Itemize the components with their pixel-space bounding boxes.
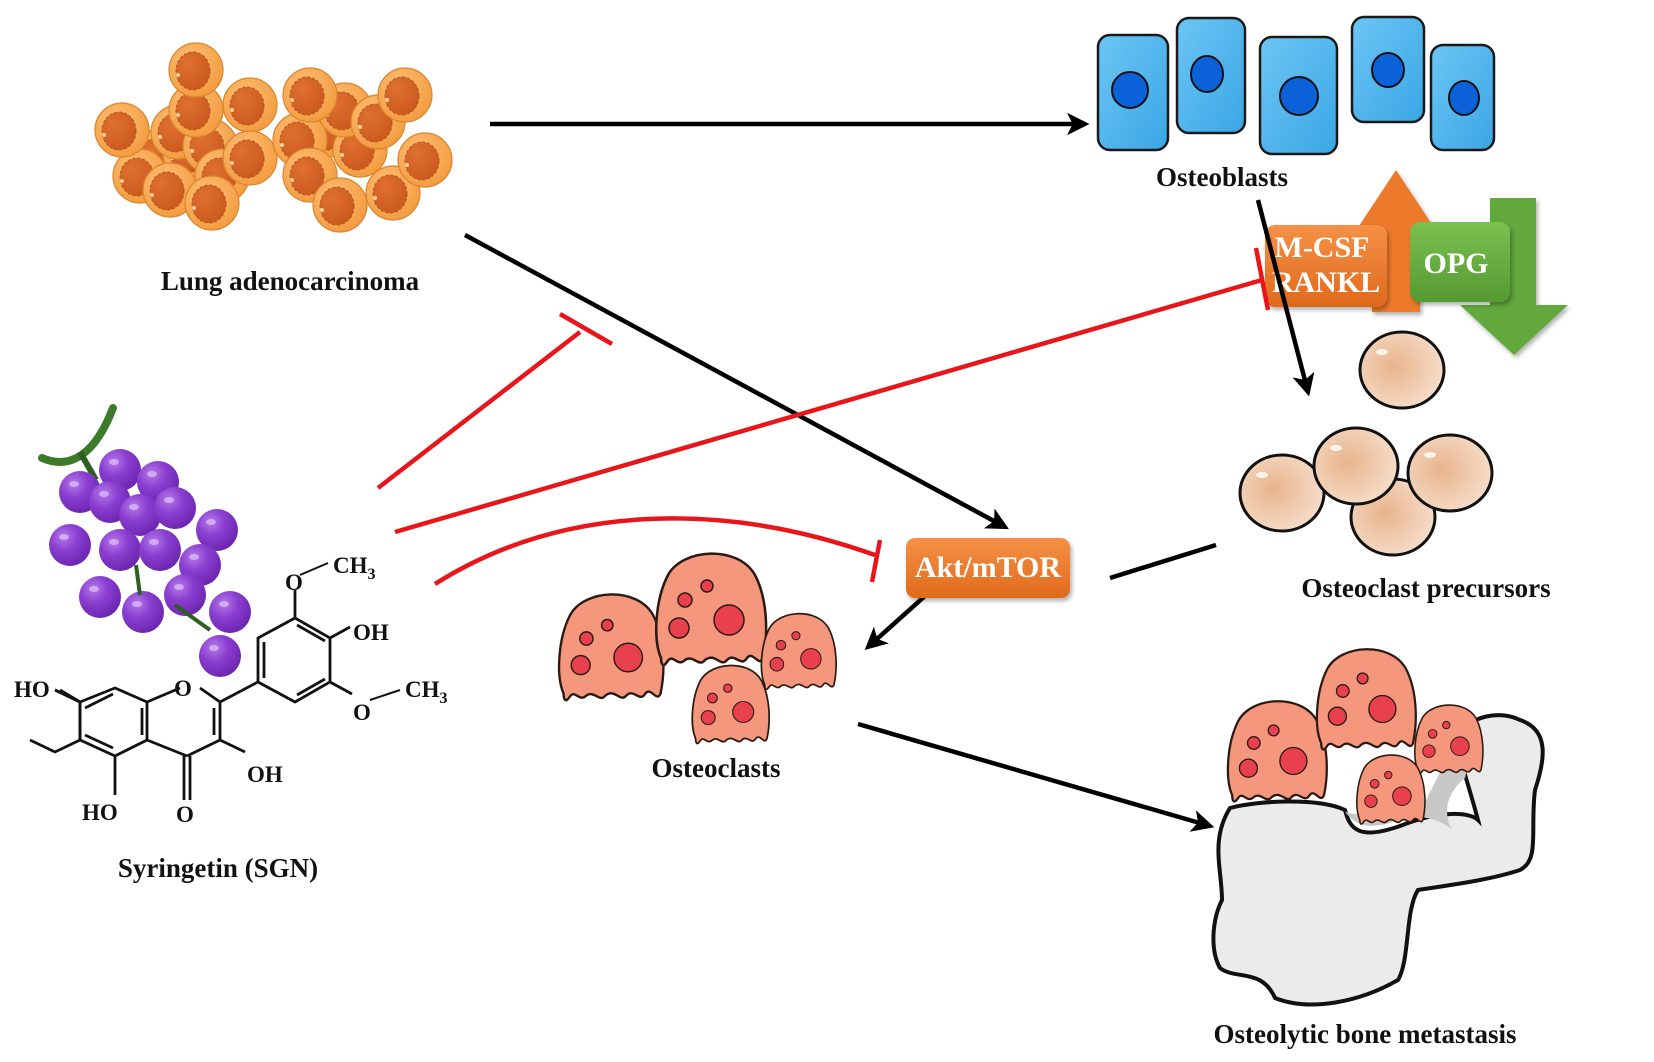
inhibition-bar [1253, 247, 1271, 311]
inhibition-sgn-osteoblast-signal [394, 277, 1263, 535]
svg-text:O: O [285, 570, 303, 595]
svg-text:O: O [353, 700, 371, 725]
svg-text:Akt/mTOR: Akt/mTOR [915, 551, 1061, 584]
svg-text:O: O [176, 802, 194, 827]
svg-text:HO: HO [82, 800, 118, 825]
svg-text:OH: OH [353, 620, 389, 645]
osteoblast-cells-icon [1096, 15, 1496, 156]
svg-text:RANKL: RANKL [1272, 266, 1380, 299]
svg-text:OPG: OPG [1424, 247, 1489, 280]
bone-lesion-icon [1211, 648, 1545, 1007]
arrow-osteoblasts-to-precursors [1255, 199, 1315, 397]
osteoblasts-label: Osteoblasts [1156, 162, 1288, 192]
akt-mtor-box: Akt/mTOR [906, 538, 1070, 598]
inhibition-bar [869, 539, 883, 583]
m-csf-rankl-box: M-CSF RANKL [1265, 225, 1387, 307]
arrow-tumor-to-akt-mtor [463, 233, 1009, 530]
inhibition-bar [558, 312, 614, 346]
osteoclast-precursors-label: Osteoclast precursors [1301, 573, 1550, 603]
svg-text:M-CSF: M-CSF [1275, 231, 1370, 264]
line-precursors-to-akt-mtor [1109, 542, 1217, 581]
syringetin-structure [29, 562, 401, 800]
grape-icon [38, 404, 251, 677]
tumor-cell-cluster-icon [94, 42, 453, 233]
inhibition-sgn-tumor-to-akt [376, 330, 582, 490]
opg-box: OPG [1410, 222, 1510, 302]
downregulation-arrow-icon [1460, 198, 1568, 355]
svg-text:HO: HO [14, 677, 50, 702]
osteoclast-cells-icon [557, 552, 837, 745]
inhibition-sgn-akt-mtor [433, 516, 876, 586]
svg-text:CH3: CH3 [333, 553, 376, 583]
osteoclasts-label: Osteoclasts [652, 753, 781, 783]
syringetin-label: Syringetin (SGN) [118, 853, 318, 883]
svg-text:O: O [174, 676, 192, 701]
lung-adenocarcinoma-label: Lung adenocarcinoma [161, 266, 420, 296]
osteolytic-bone-metastasis-label: Osteolytic bone metastasis [1214, 1019, 1517, 1049]
precursor-cells-icon [1238, 330, 1494, 557]
svg-text:OH: OH [247, 762, 283, 787]
arrow-osteoclasts-to-bone-metastasis [857, 721, 1215, 832]
svg-text:CH3: CH3 [405, 677, 448, 707]
syringetin-atom-labels: HO HO O O OH OH O O CH3 CH3 [14, 553, 448, 827]
